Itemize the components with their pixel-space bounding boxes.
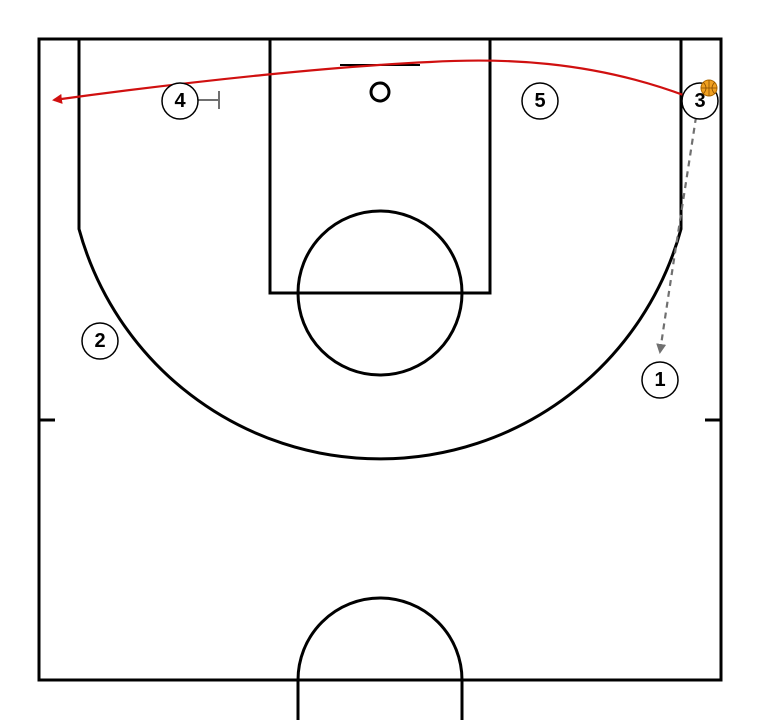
player-label: 5 — [534, 90, 545, 112]
three-point-line — [77, 39, 683, 461]
player-label: 1 — [654, 369, 665, 391]
player-4[interactable]: 4 — [161, 82, 199, 120]
free-throw-circle — [296, 209, 464, 377]
player-5[interactable]: 5 — [521, 82, 559, 120]
screen-tee-icon — [198, 91, 220, 109]
center-circle — [296, 596, 464, 720]
pass-arrow — [656, 116, 698, 354]
basket-rim — [369, 81, 391, 103]
basketball-icon — [700, 79, 718, 97]
player-label: 3 — [694, 90, 705, 112]
paint-area — [268, 37, 492, 295]
court-boundary — [37, 37, 723, 682]
player-2[interactable]: 2 — [81, 322, 119, 360]
player-label: 4 — [174, 90, 186, 112]
player-1[interactable]: 1 — [641, 361, 679, 399]
player-label: 2 — [94, 330, 105, 352]
